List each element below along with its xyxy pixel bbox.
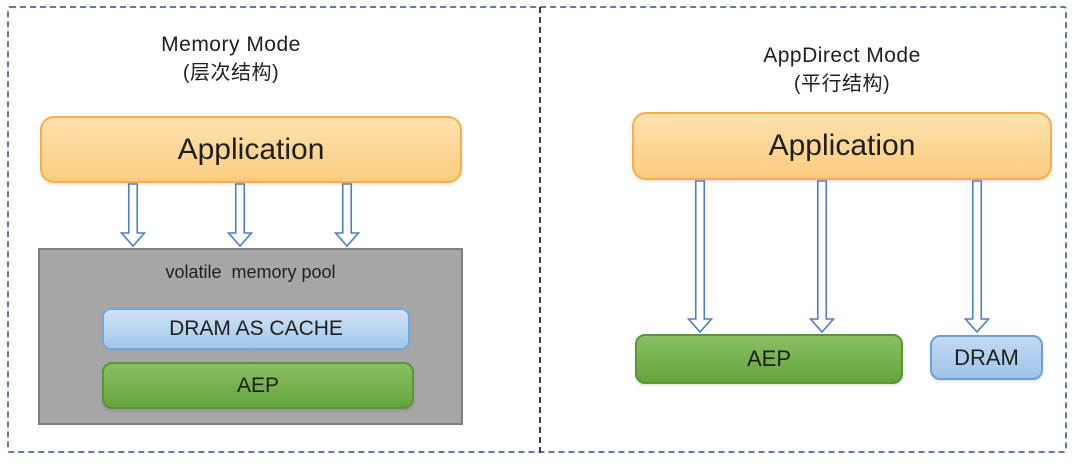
down-arrow-icon bbox=[964, 180, 990, 333]
appdirect-mode-subtitle-text: (平行结构) bbox=[793, 73, 891, 95]
aep-box-right: AEP bbox=[635, 334, 903, 384]
memory-mode-subtitle-text: (层次结构) bbox=[182, 62, 280, 84]
dram-as-cache-label: DRAM AS CACHE bbox=[169, 317, 343, 340]
aep-label-left: AEP bbox=[236, 373, 280, 397]
volatile-memory-pool-label: volatile memory pool bbox=[165, 262, 336, 282]
down-arrow-icon bbox=[687, 180, 713, 333]
memory-mode-title-text: Memory Mode bbox=[161, 33, 301, 56]
application-box-left: Application bbox=[40, 116, 462, 183]
down-arrow-icon bbox=[120, 183, 146, 247]
down-arrow-icon bbox=[227, 183, 253, 247]
appdirect-mode-title-text: AppDirect Mode bbox=[763, 44, 921, 67]
dram-as-cache-box: DRAM AS CACHE bbox=[102, 308, 410, 350]
aep-box-left: AEP bbox=[102, 362, 414, 409]
down-arrow-icon bbox=[334, 183, 360, 247]
dram-label-right: DRAM bbox=[954, 344, 1019, 370]
panel-divider-line bbox=[539, 7, 541, 453]
down-arrow-icon bbox=[809, 180, 835, 333]
application-label-right: Application bbox=[768, 129, 916, 162]
appdirect-mode-title: AppDirect Mode (平行结构) bbox=[632, 42, 1052, 98]
dram-box-right: DRAM bbox=[930, 335, 1043, 380]
memory-mode-title: Memory Mode (层次结构) bbox=[20, 31, 442, 87]
aep-label-right: AEP bbox=[746, 346, 792, 371]
volatile-memory-pool-box: volatile memory pool DRAM AS CACHE AEP bbox=[38, 248, 463, 425]
application-label-left: Application bbox=[177, 132, 325, 166]
application-box-right: Application bbox=[632, 112, 1052, 180]
